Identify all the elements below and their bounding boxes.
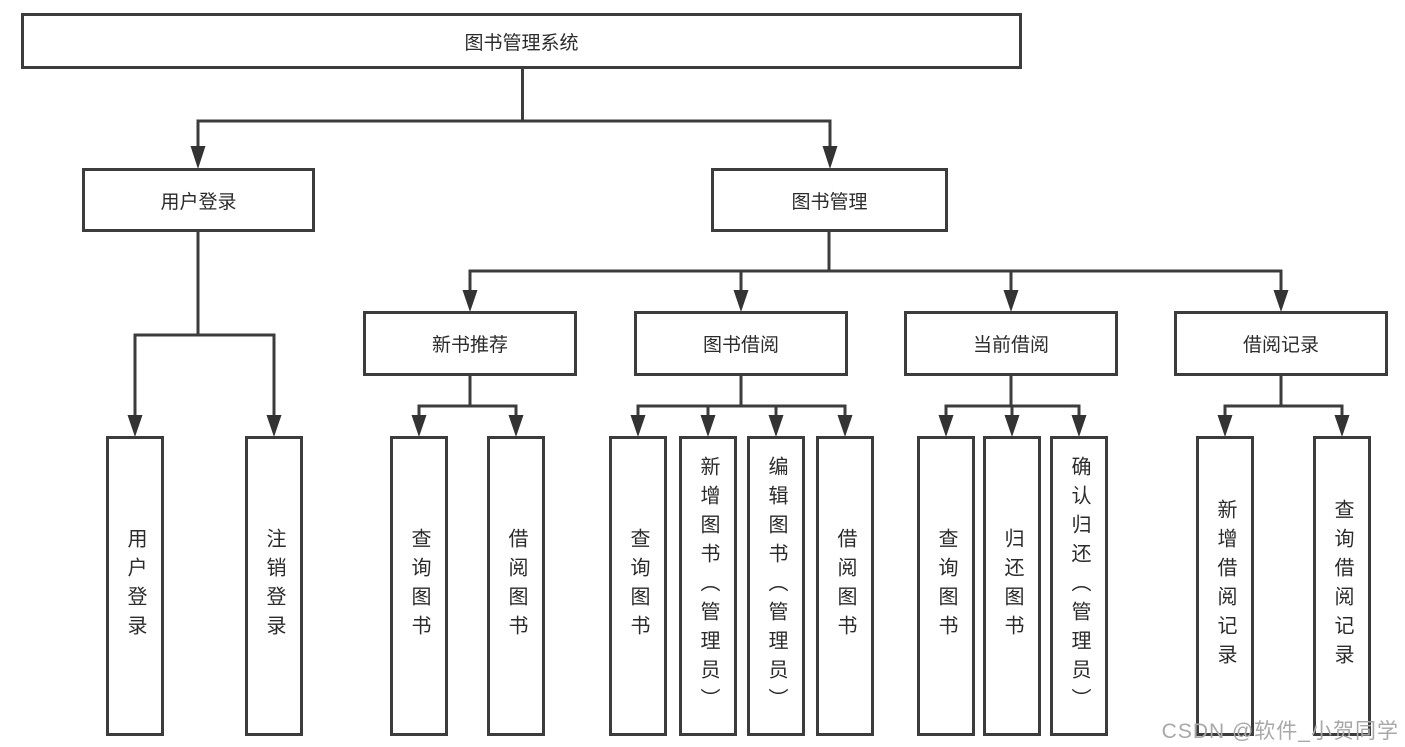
- leaf-query-borrow-record: 查询借阅记录: [1313, 436, 1371, 736]
- node-new-book-recommend: 新书推荐: [363, 311, 577, 376]
- arrowhead-leaf-query-borrow-record: [1334, 415, 1350, 437]
- arrowhead-leaf-add-books: [700, 415, 716, 437]
- node-root-library-system: 图书管理系统: [21, 13, 1022, 69]
- leaf-query-books-3: 查询图书: [917, 436, 975, 736]
- arrowhead-leaf-query-books-3: [938, 415, 954, 437]
- arrowhead-leaf-return-books: [1004, 415, 1020, 437]
- leaf-confirm-return-admin: 确认归还（管理员）: [1050, 436, 1108, 736]
- arrowhead-current-borrowing: [1003, 290, 1019, 312]
- leaf-add-borrow-record: 新增借阅记录: [1196, 436, 1254, 736]
- leaf-query-books-2: 查询图书: [609, 436, 667, 736]
- connector-root-to-level2: [196, 69, 832, 147]
- node-borrow-records: 借阅记录: [1174, 311, 1388, 376]
- leaf-edit-books-admin: 编辑图书（管理员）: [747, 436, 805, 736]
- node-book-borrowing: 图书借阅: [634, 311, 848, 376]
- arrowhead-leaf-add-borrow-record: [1217, 415, 1233, 437]
- connector-new-book-recommend-to-leaves: [417, 376, 518, 417]
- node-current-borrowing: 当前借阅: [904, 311, 1118, 376]
- node-book-management: 图书管理: [711, 168, 948, 232]
- arrowhead-leaf-edit-books: [768, 415, 784, 437]
- arrowhead-new-book-recommend: [462, 290, 478, 312]
- arrowhead-leaf-query-books-1: [411, 415, 427, 437]
- connector-user-login-to-leaves: [133, 232, 276, 416]
- leaf-user-login: 用户登录: [106, 436, 164, 736]
- arrowhead-leaf-confirm-return: [1071, 415, 1087, 437]
- arrowhead-leaf-borrow-books-1: [508, 415, 524, 437]
- leaf-add-books-admin: 新增图书（管理员）: [679, 436, 737, 736]
- csdn-watermark: CSDN @软件_小贺同学: [1161, 720, 1399, 743]
- arrowhead-leaf-query-books-2: [630, 415, 646, 437]
- connector-book-borrowing-to-leaves: [636, 376, 847, 417]
- connector-book-management-to-level3: [468, 232, 1283, 291]
- arrowhead-leaf-user-login: [127, 415, 143, 437]
- connector-borrow-records-to-leaves: [1223, 376, 1344, 417]
- arrowhead-leaf-logout: [266, 415, 282, 437]
- arrowhead-book-management: [822, 146, 838, 169]
- node-user-login: 用户登录: [82, 168, 315, 232]
- leaf-logout: 注销登录: [245, 436, 303, 736]
- leaf-borrow-books-2: 借阅图书: [816, 436, 874, 736]
- arrowhead-borrow-records: [1273, 290, 1289, 312]
- leaf-query-books-1: 查询图书: [390, 436, 448, 736]
- connector-current-borrowing-to-leaves: [944, 376, 1081, 417]
- leaf-borrow-books-1: 借阅图书: [487, 436, 545, 736]
- arrowhead-book-borrowing: [733, 290, 749, 312]
- leaf-return-books: 归还图书: [983, 436, 1041, 736]
- arrowhead-user-login: [190, 146, 206, 169]
- arrowhead-leaf-borrow-books-2: [837, 415, 853, 437]
